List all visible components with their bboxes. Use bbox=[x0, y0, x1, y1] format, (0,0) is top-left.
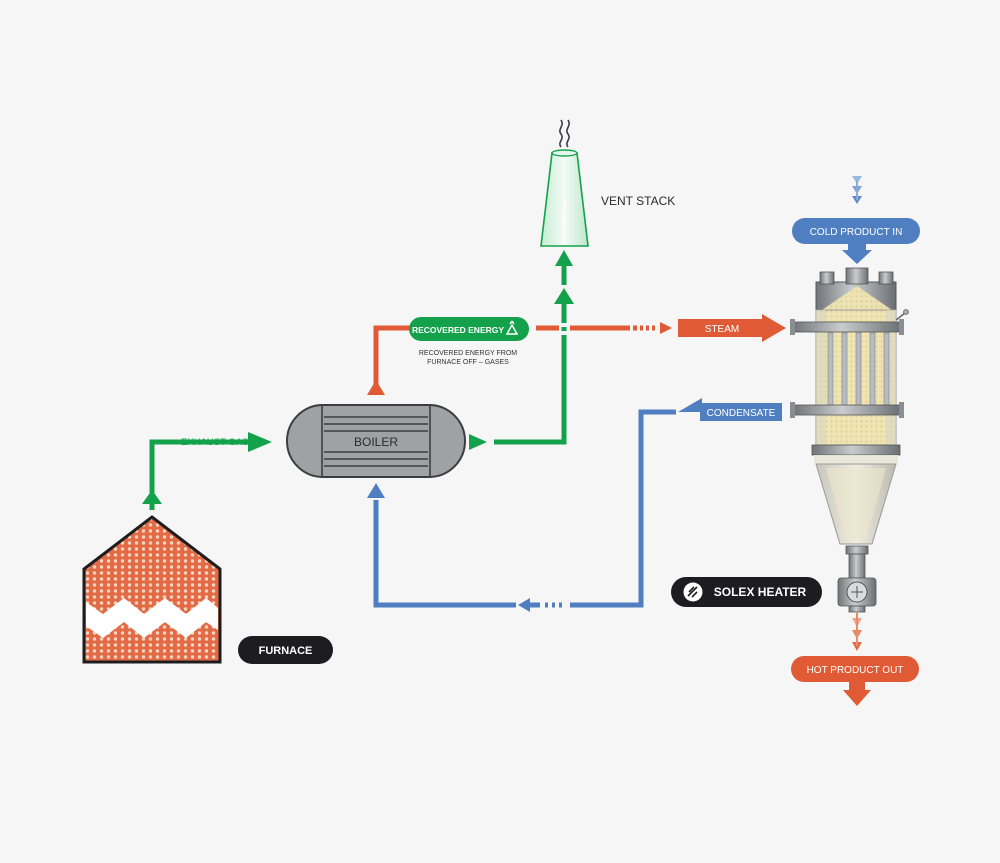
recovered-note-line1: RECOVERED ENERGY FROM bbox=[419, 350, 517, 357]
recovered-energy-label: RECOVERED ENERGY bbox=[412, 325, 504, 335]
vent-stack-label: VENT STACK bbox=[601, 194, 675, 208]
hot-product-down-arrow bbox=[843, 682, 871, 706]
recycle-icon bbox=[505, 320, 519, 335]
boiler-outlet-line bbox=[469, 250, 574, 450]
condensate-label: CONDENSATE bbox=[707, 408, 776, 419]
recovered-note-line2: FURNACE OFF – GASES bbox=[427, 359, 509, 366]
condensate-line bbox=[367, 398, 782, 612]
furnace-badge bbox=[238, 636, 333, 664]
hot-product-outlet-arrows bbox=[852, 612, 862, 651]
hot-product-out-badge bbox=[791, 656, 919, 682]
boiler-label: BOILER bbox=[354, 435, 398, 449]
boiler bbox=[286, 404, 466, 478]
cold-product-in-label: COLD PRODUCT IN bbox=[810, 227, 903, 238]
furnace bbox=[82, 515, 222, 664]
exhaust-gas-line bbox=[142, 432, 272, 510]
furnace-label: FURNACE bbox=[259, 645, 313, 657]
solex-heater-label: SOLEX HEATER bbox=[714, 585, 807, 599]
solex-heater bbox=[790, 267, 909, 613]
recovered-energy-badge bbox=[409, 317, 529, 341]
hot-product-out-label: HOT PRODUCT OUT bbox=[807, 665, 904, 676]
vent-stack bbox=[540, 149, 589, 247]
steam-line bbox=[367, 314, 786, 395]
solex-logo-icon bbox=[683, 582, 703, 602]
steam-label: STEAM bbox=[705, 324, 739, 335]
cold-product-down-arrow bbox=[842, 244, 872, 264]
heat-wave-icon bbox=[559, 119, 570, 148]
solex-heater-badge bbox=[671, 577, 822, 607]
cold-product-inlet-arrows bbox=[852, 176, 862, 204]
exhaust-gas-label: EXHAUST GAS bbox=[181, 437, 248, 448]
cold-product-in-badge bbox=[792, 218, 920, 244]
